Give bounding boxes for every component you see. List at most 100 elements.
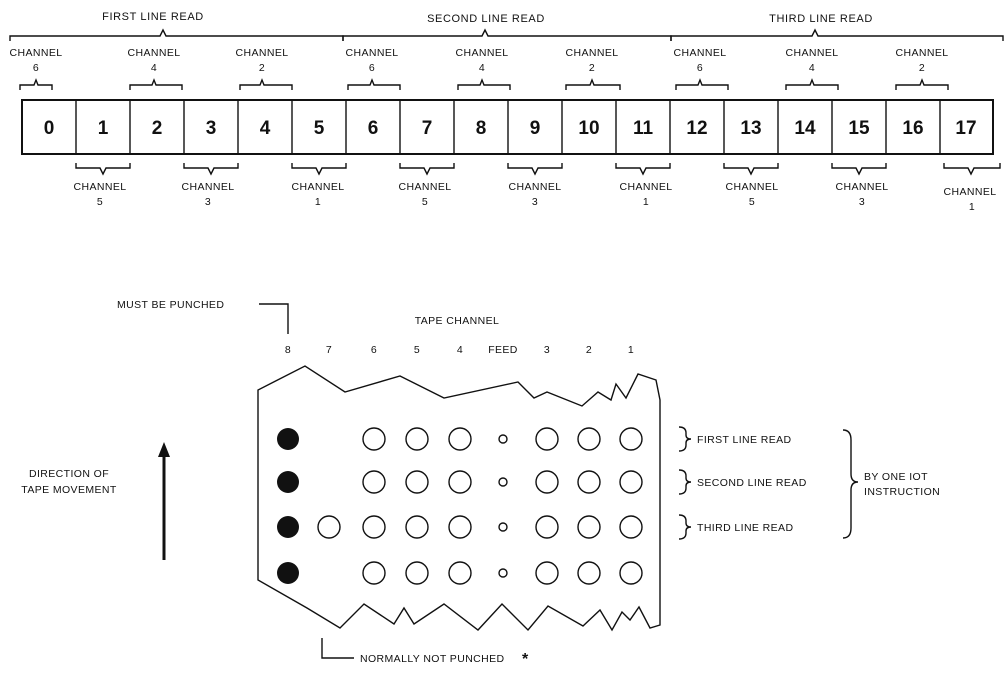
group-label-third: THIRD LINE READ bbox=[769, 13, 873, 25]
channel-brace bbox=[507, 163, 563, 176]
tape-channel-title: TAPE CHANNEL bbox=[415, 315, 500, 327]
bit-cell: 7 bbox=[422, 118, 433, 139]
channel-brace bbox=[615, 163, 671, 176]
channel-word: CHANNEL bbox=[399, 181, 452, 193]
feed-hole bbox=[498, 568, 508, 578]
channel-brace bbox=[347, 78, 401, 90]
channel-number: 4 bbox=[809, 62, 815, 74]
channel-number: 1 bbox=[315, 196, 321, 208]
bit-cell: 2 bbox=[152, 118, 163, 139]
row-label-third: THIRD LINE READ bbox=[697, 522, 793, 534]
open-hole bbox=[317, 515, 341, 539]
iot-group: BY ONE IOT INSTRUCTION bbox=[842, 429, 940, 539]
channel-number: 6 bbox=[697, 62, 703, 74]
top-channel-6a: CHANNEL 6 bbox=[10, 47, 62, 90]
open-hole bbox=[535, 561, 559, 585]
open-hole bbox=[405, 561, 429, 585]
row-read-labels: FIRST LINE READ SECOND LINE READ THIRD L… bbox=[678, 426, 806, 540]
top-channel-2c: CHANNEL 2 bbox=[895, 47, 949, 90]
bit-cell: 10 bbox=[578, 118, 599, 139]
channel-number: 4 bbox=[479, 62, 485, 74]
row-brace bbox=[678, 426, 692, 452]
top-channel-2b: CHANNEL 2 bbox=[565, 47, 621, 90]
channel-word: CHANNEL bbox=[620, 181, 673, 193]
channel-brace bbox=[291, 163, 347, 176]
channel-number: 3 bbox=[205, 196, 211, 208]
bit-cell: 1 bbox=[98, 118, 109, 139]
channel-number: 5 bbox=[97, 196, 103, 208]
open-hole bbox=[619, 515, 643, 539]
top-channel-2a: CHANNEL 2 bbox=[236, 47, 293, 90]
open-hole bbox=[405, 427, 429, 451]
channel-number: 6 bbox=[33, 62, 39, 74]
normally-not-punched-note: NORMALLY NOT PUNCHED * bbox=[321, 638, 529, 668]
open-hole bbox=[362, 515, 386, 539]
channel-brace bbox=[129, 78, 183, 90]
open-hole bbox=[448, 427, 472, 451]
paper-tape-outline bbox=[257, 365, 661, 632]
punched-hole bbox=[277, 471, 299, 493]
punched-hole bbox=[277, 428, 299, 450]
direction-label-line1: DIRECTION OF bbox=[29, 468, 109, 480]
group-label-first: FIRST LINE READ bbox=[102, 11, 204, 23]
channel-word: CHANNEL bbox=[566, 47, 619, 59]
tape-column-labels: 8 7 6 5 4 FEED 3 2 1 bbox=[285, 344, 634, 356]
bit-cell: 9 bbox=[530, 118, 541, 139]
tape-column-label: 7 bbox=[326, 344, 332, 356]
top-channel-6b: CHANNEL 6 bbox=[346, 47, 401, 90]
tape-column-label: 1 bbox=[628, 344, 634, 356]
channel-word: CHANNEL bbox=[836, 181, 889, 193]
channel-brace bbox=[399, 163, 455, 176]
must-be-punched-label: MUST BE PUNCHED bbox=[117, 299, 224, 311]
channel-brace bbox=[457, 78, 511, 90]
register-dividers bbox=[75, 100, 941, 154]
channel-word: CHANNEL bbox=[128, 47, 181, 59]
open-hole bbox=[448, 515, 472, 539]
tape-column-label: 6 bbox=[371, 344, 377, 356]
tape-column-label: 5 bbox=[414, 344, 420, 356]
channel-word: CHANNEL bbox=[674, 47, 727, 59]
row-brace bbox=[678, 514, 692, 540]
channel-brace bbox=[943, 163, 1001, 176]
channel-word: CHANNEL bbox=[509, 181, 562, 193]
iot-label-line2: INSTRUCTION bbox=[864, 486, 940, 498]
punched-hole bbox=[277, 562, 299, 584]
open-hole bbox=[535, 515, 559, 539]
channel-word: CHANNEL bbox=[292, 181, 345, 193]
bottom-channel-3a: CHANNEL 3 bbox=[182, 163, 239, 208]
not-punched-label: NORMALLY NOT PUNCHED bbox=[360, 653, 505, 665]
tape-row bbox=[277, 561, 643, 585]
tape-column-label: 2 bbox=[586, 344, 592, 356]
bottom-channel-5a: CHANNEL 5 bbox=[74, 163, 131, 208]
bit-cell: 16 bbox=[902, 118, 923, 139]
tape-header: MUST BE PUNCHED TAPE CHANNEL bbox=[117, 299, 499, 334]
top-channel-labels: CHANNEL 6 CHANNEL 4 CHANNEL 2 CHANNEL 6 … bbox=[10, 47, 949, 90]
open-hole bbox=[619, 427, 643, 451]
open-hole bbox=[577, 561, 601, 585]
channel-word: CHANNEL bbox=[182, 181, 235, 193]
bit-cell: 14 bbox=[794, 118, 816, 139]
top-channel-4c: CHANNEL 4 bbox=[785, 47, 839, 90]
channel-word: CHANNEL bbox=[944, 186, 997, 198]
group-brace-first bbox=[9, 28, 344, 41]
must-be-punched-leader bbox=[259, 303, 289, 334]
bit-cell: 5 bbox=[314, 118, 325, 139]
up-arrow-icon bbox=[158, 442, 170, 457]
group-labels: FIRST LINE READ SECOND LINE READ THIRD L… bbox=[102, 11, 873, 25]
top-channel-6c: CHANNEL 6 bbox=[674, 47, 729, 90]
bottom-channel-3c: CHANNEL 3 bbox=[831, 163, 889, 208]
bit-cell: 17 bbox=[955, 118, 976, 139]
top-channel-4a: CHANNEL 4 bbox=[128, 47, 183, 90]
bottom-channel-1a: CHANNEL 1 bbox=[291, 163, 347, 208]
channel-brace bbox=[895, 78, 949, 90]
bit-cell: 0 bbox=[44, 118, 55, 139]
channel-number: 2 bbox=[259, 62, 265, 74]
channel-brace bbox=[19, 78, 53, 90]
bit-cell: 8 bbox=[476, 118, 487, 139]
tape-column-label: 3 bbox=[544, 344, 550, 356]
bit-cell: 13 bbox=[740, 118, 761, 139]
open-hole bbox=[535, 427, 559, 451]
channel-number: 6 bbox=[369, 62, 375, 74]
channel-number: 5 bbox=[422, 196, 428, 208]
open-hole bbox=[619, 561, 643, 585]
